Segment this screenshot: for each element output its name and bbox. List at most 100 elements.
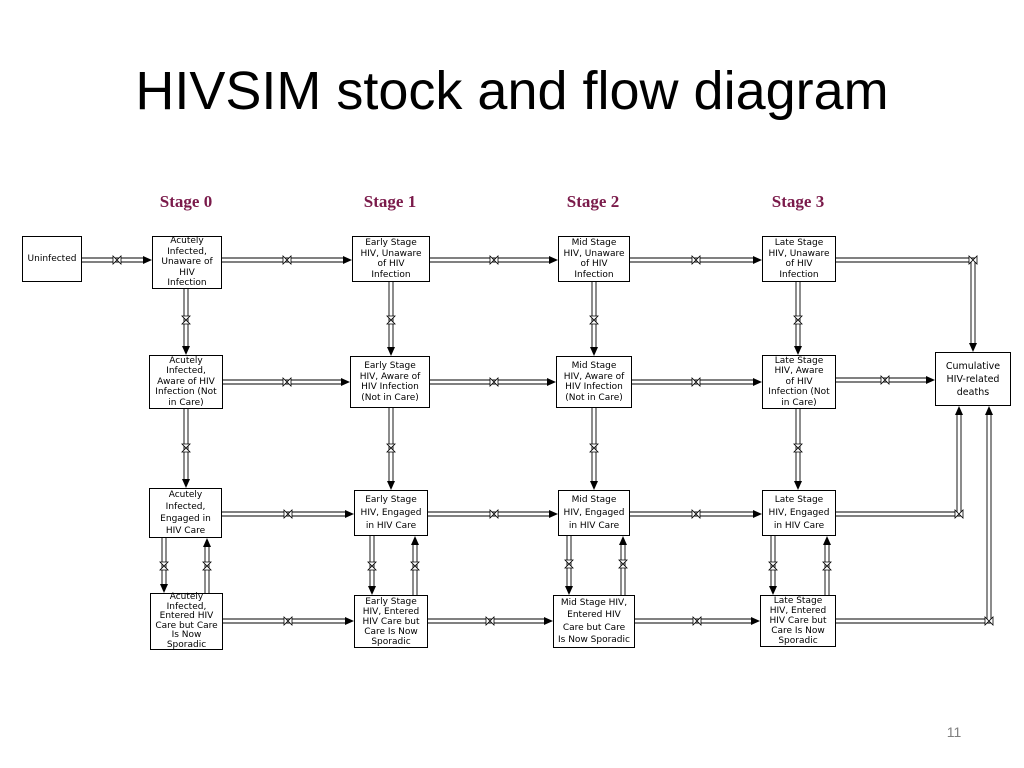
- flow-r3-s1-s2-pipe: [428, 511, 550, 517]
- flow-s1-diagnosis-pipe: [388, 282, 394, 348]
- flow-s2-linkage-arrowhead: [590, 481, 598, 490]
- stock-stage3-sporadic: Late Stage HIV, Entered HIV Care but Car…: [760, 595, 836, 647]
- flow-s2-linkage-valve: [589, 443, 599, 453]
- flow-s3-diagnosis-arrowhead: [794, 346, 802, 355]
- flow-s0-linkage-arrowhead: [182, 479, 190, 488]
- flow-r4-s2-s3-arrowhead: [751, 617, 760, 625]
- flow-r4-death-arrowhead: [985, 406, 993, 415]
- flow-s2-diagnosis-valve: [589, 315, 599, 325]
- flow-r4-s1-s2-valve: [485, 616, 495, 626]
- flow-infection-valve: [112, 255, 122, 265]
- flow-s0-diagnosis-arrowhead: [182, 346, 190, 355]
- flow-r1-death-arrowhead: [969, 343, 977, 352]
- flow-r2-s2-s3-valve: [691, 377, 701, 387]
- stock-stage0-unaware: Acutely Infected, Unaware of HIV Infecti…: [152, 236, 222, 289]
- stage-3-label: Stage 3: [771, 192, 825, 211]
- flow-s1-reengage-valve: [410, 561, 420, 571]
- flow-infection-arrowhead: [143, 256, 152, 264]
- flow-s2-dropout-valve: [564, 559, 574, 569]
- flow-r3-death-arrowhead: [955, 406, 963, 415]
- flow-r2-s0-s1-arrowhead: [341, 378, 350, 386]
- stock-stage2-aware: Mid Stage HIV, Aware of HIV Infection (N…: [556, 356, 632, 408]
- flow-s0-dropout-valve: [159, 561, 169, 571]
- flow-s3-dropout-valve: [768, 561, 778, 571]
- flow-r2-s0-s1-valve: [282, 377, 292, 387]
- stock-stage3-aware: Late Stage HIV, Aware of HIV Infection (…: [762, 355, 836, 409]
- flow-r1-s0-s1-valve: [282, 255, 292, 265]
- flow-s0-reengage-arrowhead: [203, 538, 211, 547]
- stock-stage1-engaged: Early Stage HIV, Engaged in HIV Care: [354, 490, 428, 536]
- flow-s1-linkage-arrowhead: [387, 481, 395, 490]
- flow-s0-dropout-arrowhead: [160, 584, 168, 593]
- flow-r4-s1-s2-arrowhead: [544, 617, 553, 625]
- flow-s0-diagnosis-valve: [181, 315, 191, 325]
- flow-s0-linkage-valve: [181, 443, 191, 453]
- flow-s0-dropout-pipe: [161, 538, 167, 585]
- flow-r4-s2-s3-valve: [692, 616, 702, 626]
- flow-r3-s2-s3-valve: [691, 509, 701, 519]
- flow-r3-s1-s2-valve: [489, 509, 499, 519]
- stock-stage3-engaged: Late Stage HIV, Engaged in HIV Care: [762, 490, 836, 536]
- flow-s3-reengage-valve: [822, 561, 832, 571]
- flow-r2-s2-s3-arrowhead: [753, 378, 762, 386]
- flow-s1-diagnosis-arrowhead: [387, 347, 395, 356]
- flow-s3-reengage-arrowhead: [823, 536, 831, 545]
- stock-stage2-sporadic: Mid Stage HIV, Entered HIV Care but Care…: [553, 595, 635, 648]
- flow-r3-s0-s1-arrowhead: [345, 510, 354, 518]
- flow-r4-s0-s1-arrowhead: [345, 617, 354, 625]
- flow-r1-s2-s3-arrowhead: [753, 256, 762, 264]
- page-number: 11: [946, 724, 962, 740]
- flow-s1-linkage-valve: [386, 443, 396, 453]
- stock-stage1-aware: Early Stage HIV, Aware of HIV Infection …: [350, 356, 430, 408]
- flow-s1-dropout-arrowhead: [368, 586, 376, 595]
- flow-s3-dropout-pipe: [770, 536, 776, 587]
- stock-stage0-aware: Acutely Infected, Aware of HIV Infection…: [149, 355, 223, 409]
- flow-r1-s1-s2-valve: [489, 255, 499, 265]
- flow-s2-reengage-pipe: [620, 544, 626, 595]
- flow-s2-reengage-valve: [618, 559, 628, 569]
- flow-s1-dropout-pipe: [369, 536, 375, 587]
- flow-r2-s0-s1-pipe: [223, 379, 342, 385]
- stage-2-label: Stage 2: [566, 192, 620, 211]
- flow-r2-s1-s2-arrowhead: [547, 378, 556, 386]
- stock-stage0-engaged: Acutely Infected, Engaged in HIV Care: [149, 488, 222, 538]
- flow-s3-diagnosis-pipe: [795, 282, 801, 347]
- flow-s3-dropout-arrowhead: [769, 586, 777, 595]
- flow-r4-death-pipe: [836, 414, 992, 624]
- flow-s1-dropout-valve: [367, 561, 377, 571]
- stock-stage1-unaware: Early Stage HIV, Unaware of HIV Infectio…: [352, 236, 430, 282]
- flow-r3-s1-s2-arrowhead: [549, 510, 558, 518]
- stock-stage0-sporadic: Acutely Infected, Entered HIV Care but C…: [150, 592, 223, 650]
- flow-s3-diagnosis-valve: [793, 315, 803, 325]
- flow-r4-death-valve: [984, 616, 994, 626]
- flow-r4-s0-s1-valve: [283, 616, 293, 626]
- flow-r1-s0-s1-arrowhead: [343, 256, 352, 264]
- flow-r1-s1-s2-arrowhead: [549, 256, 558, 264]
- flow-s3-linkage-arrowhead: [794, 481, 802, 490]
- stock-cumulative-deaths: Cumulative HIV-related deaths: [935, 352, 1011, 406]
- flow-r2-s1-s2-pipe: [430, 379, 548, 385]
- flow-r3-s2-s3-arrowhead: [753, 510, 762, 518]
- flow-r3-death-pipe: [836, 414, 962, 517]
- flow-r3-death-valve: [954, 509, 964, 519]
- flow-s0-reengage-valve: [202, 561, 212, 571]
- flow-s2-dropout-arrowhead: [565, 586, 573, 595]
- flow-r3-s0-s1-valve: [283, 509, 293, 519]
- flow-s1-diagnosis-valve: [386, 315, 396, 325]
- flow-r2-s1-s2-valve: [489, 377, 499, 387]
- slide-title: HIVSIM stock and flow diagram: [135, 61, 889, 121]
- flow-r2-death-valve: [880, 375, 890, 385]
- stock-stage2-unaware: Mid Stage HIV, Unaware of HIV Infection: [558, 236, 630, 282]
- stage-1-label: Stage 1: [363, 192, 417, 211]
- flow-r1-death-valve: [968, 255, 978, 265]
- flow-s2-diagnosis-arrowhead: [590, 347, 598, 356]
- flow-s1-reengage-arrowhead: [411, 536, 419, 545]
- flow-s2-diagnosis-pipe: [591, 282, 597, 348]
- stock-stage3-unaware: Late Stage HIV, Unaware of HIV Infection: [762, 236, 836, 282]
- stock-stage1-sporadic: Early Stage HIV, Entered HIV Care but Ca…: [354, 595, 428, 648]
- stock-stage2-engaged: Mid Stage HIV, Engaged in HIV Care: [558, 490, 630, 536]
- flow-s3-linkage-valve: [793, 443, 803, 453]
- flow-r1-death-pipe: [836, 257, 976, 344]
- stock-uninfected: Uninfected: [22, 236, 82, 282]
